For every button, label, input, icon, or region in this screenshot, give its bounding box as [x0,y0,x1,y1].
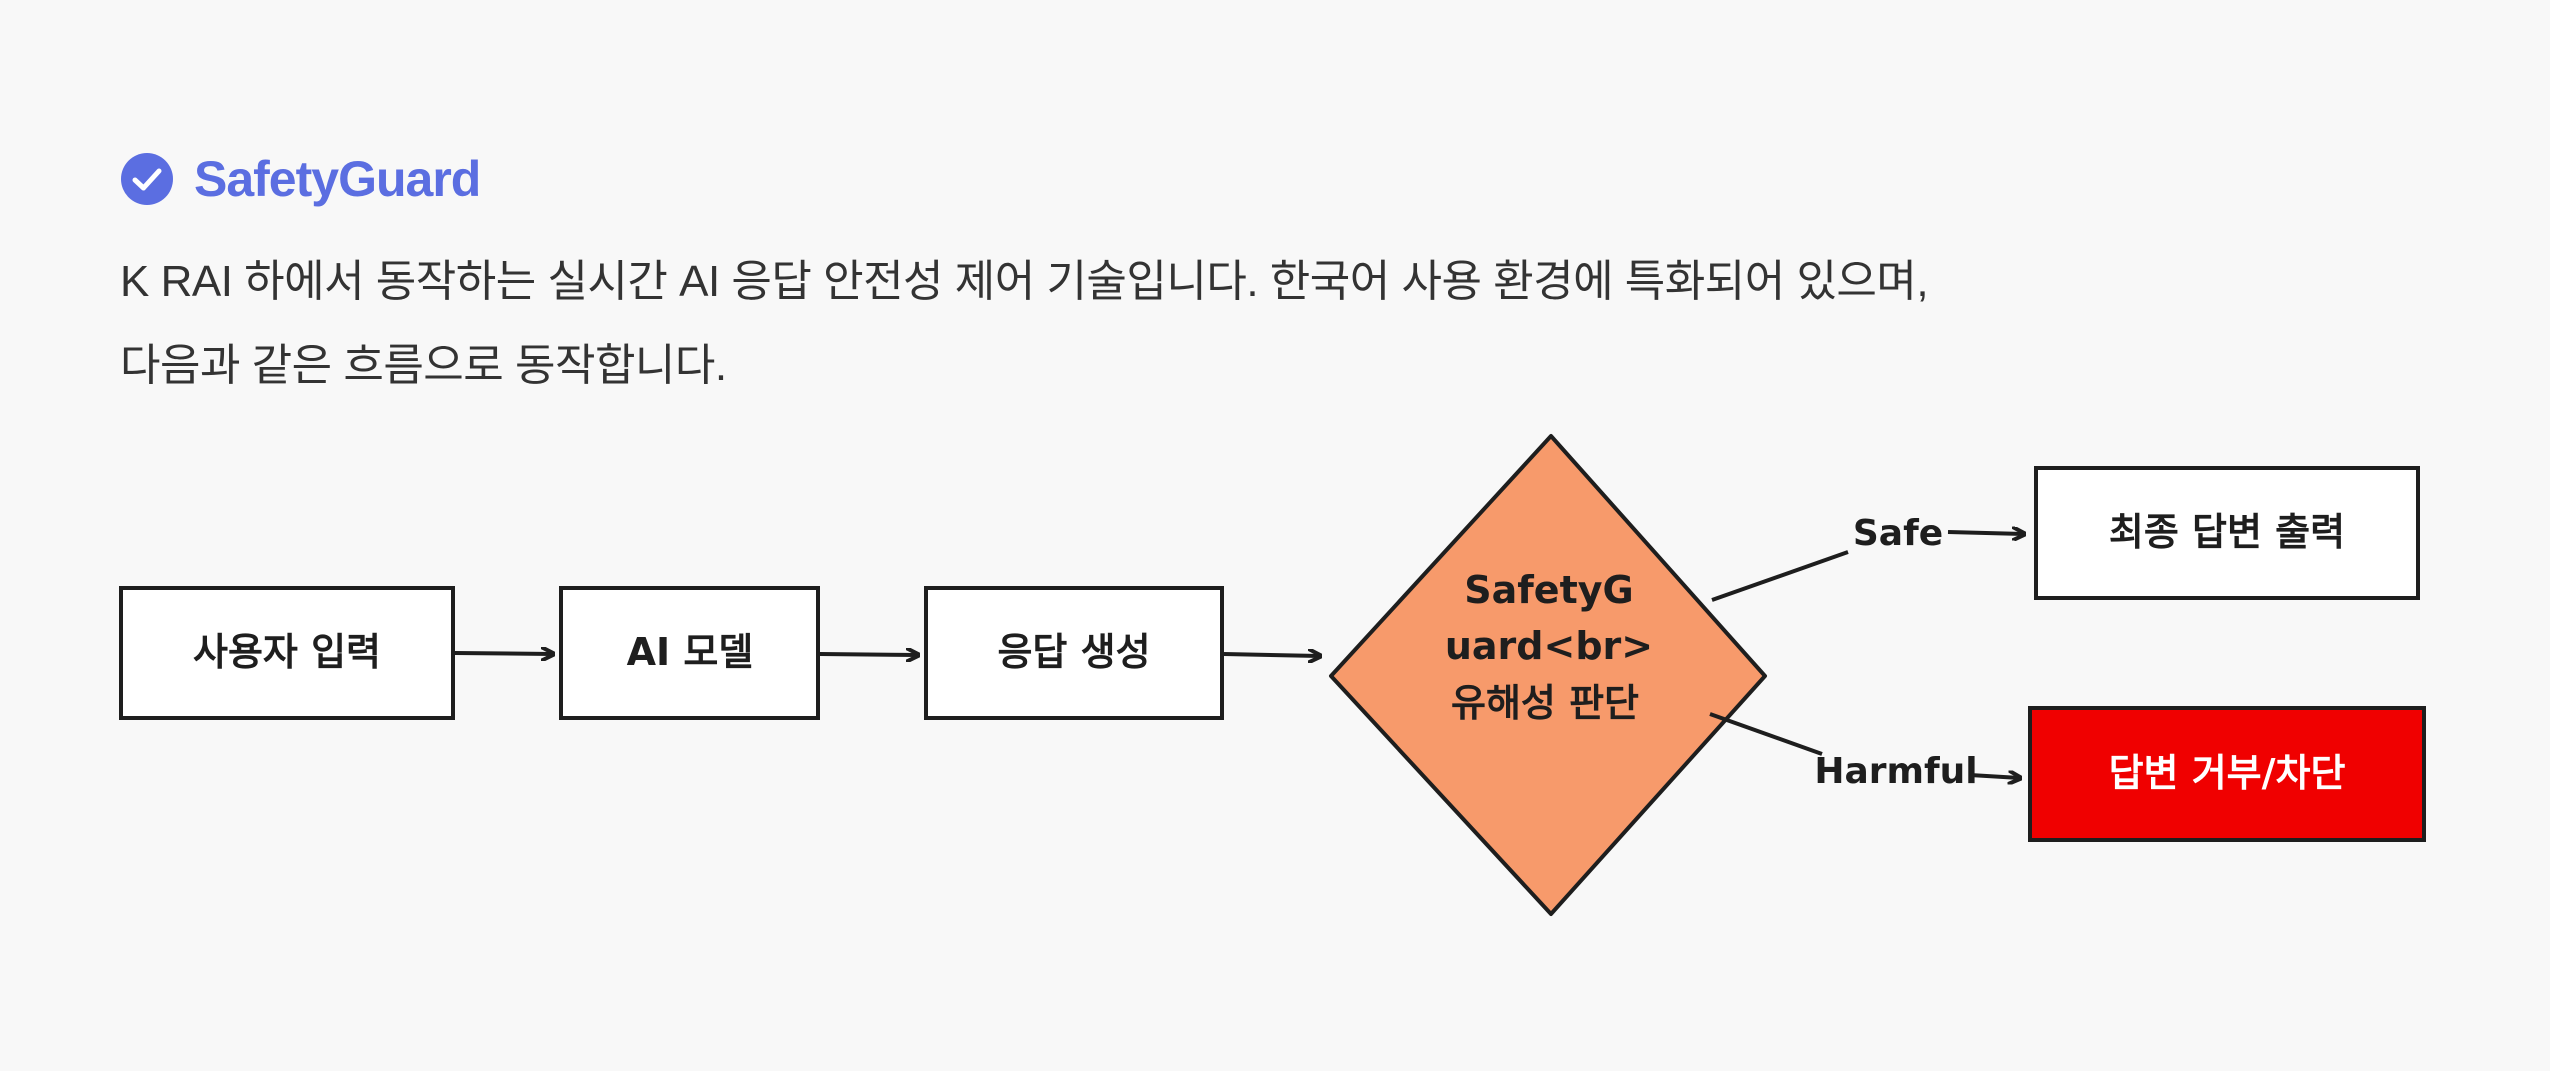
header: SafetyGuard [120,150,481,208]
node-generate-response-label: 응답 생성 [997,630,1150,674]
decision-label-line-2: uard<br> [1445,624,1653,668]
check-circle-icon [121,153,173,205]
node-user-input-label: 사용자 입력 [193,630,381,674]
node-ai-model: AI 모델 [559,586,820,720]
node-final-output-label: 최종 답변 출력 [2109,510,2345,554]
description-line-2: 다음과 같은 흐름으로 동작합니다. [120,341,727,390]
node-user-input: 사용자 입력 [119,586,455,720]
decision-label-line-3: 유해성 판단 [1451,681,1639,725]
node-generate-response: 응답 생성 [924,586,1224,720]
edge-safe: Safe [1711,513,2024,602]
node-safetyguard-decision: SafetyG uard<br> 유해성 판단 [1329,434,1767,916]
node-final-output: 최종 답변 출력 [2034,466,2420,600]
edge-generate-to-judge [1223,654,1320,656]
edge-harmful-label: Harmful [1814,751,1977,792]
page-title: SafetyGuard [194,151,481,207]
edge-model-to-generate [819,654,918,655]
description: K RAI 하에서 동작하는 실시간 AI 응답 안전성 제어 기술입니다. 한… [120,240,2120,408]
node-ai-model-label: AI 모델 [627,630,754,674]
edge-harmful: Harmful [1709,712,2020,792]
edge-safe-label: Safe [1853,513,1943,554]
node-reject: 답변 거부/차단 [2028,706,2426,842]
description-line-1: K RAI 하에서 동작하는 실시간 AI 응답 안전성 제어 기술입니다. 한… [120,257,1929,306]
node-reject-label: 답변 거부/차단 [2109,751,2346,795]
edge-input-to-model [454,653,553,654]
decision-label-line-1: SafetyG [1464,568,1633,612]
